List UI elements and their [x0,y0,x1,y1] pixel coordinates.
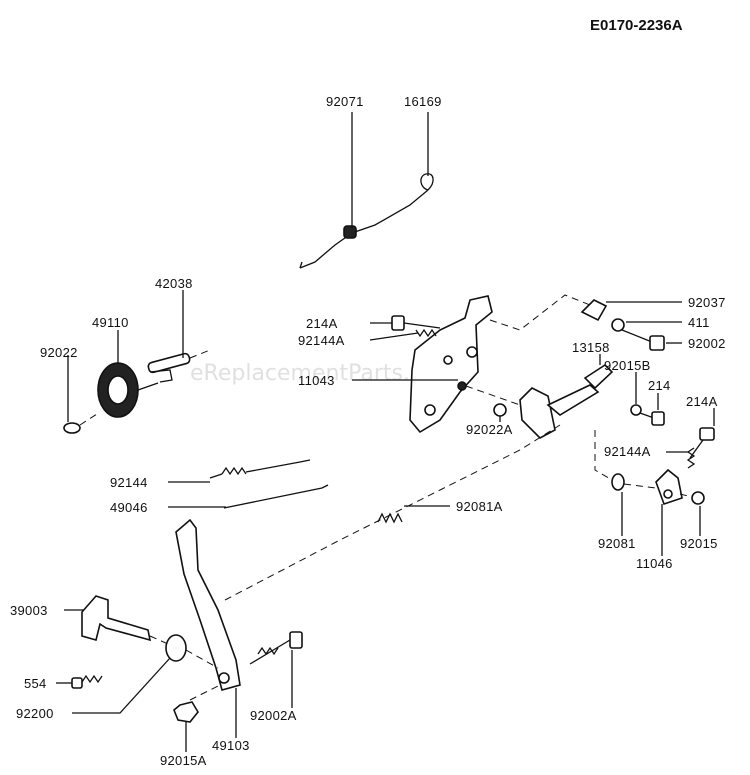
nut-92015B [630,404,642,416]
cable-clamp [343,225,357,239]
governor-shaft [147,352,191,374]
throttle-cable-assembly [299,173,434,269]
spring-92081A [377,512,403,524]
nut-92015A [173,701,199,723]
control-plate [519,363,614,439]
bolt-214A-right [689,427,715,459]
bolt-214A-top [391,315,441,331]
label-13158: 13158 [572,340,610,355]
label-214A-right: 214A [686,394,718,409]
label-92015: 92015 [680,536,718,551]
label-92200: 92200 [16,706,54,721]
rod-49046 [223,484,329,509]
label-49103: 49103 [212,738,250,753]
control-arm-49103 [175,518,241,691]
label-92144A-top: 92144A [298,333,345,348]
label-92022: 92022 [40,345,78,360]
washer-92022A [493,403,507,417]
label-49110: 49110 [92,315,129,330]
label-214A-top: 214A [306,316,338,331]
label-92144: 92144 [110,475,148,490]
label-42038: 42038 [155,276,193,291]
label-16169: 16169 [404,94,442,109]
label-92015A: 92015A [160,753,207,768]
label-92071: 92071 [326,94,364,109]
label-92015B: 92015B [604,358,651,373]
leader-92144A-top [369,332,419,341]
label-92081: 92081 [598,536,636,551]
bolt-92002 [621,329,665,351]
label-11043: 11043 [298,373,335,388]
control-bracket-11043 [409,295,493,434]
spring-92144 [209,459,311,479]
lever-plate-11046 [655,468,683,506]
label-92144A-right: 92144A [604,444,651,459]
label-92022A: 92022A [466,422,513,437]
washer-411 [611,318,625,332]
label-11046: 11046 [636,556,673,571]
label-411: 411 [688,315,710,330]
diagram-reference-code: E0170-2236A [590,17,683,34]
label-49046: 49046 [110,500,148,515]
label-92002: 92002 [688,336,726,351]
label-214: 214 [648,378,671,393]
governor-gear-assembly [63,352,191,434]
label-554: 554 [24,676,47,691]
label-92081A: 92081A [456,499,503,514]
bolt-554 [71,674,103,689]
spring-92144A-top [415,328,437,338]
label-92002A: 92002A [250,708,297,723]
spring-92144A-right [686,447,696,469]
lever-13158 [583,363,614,390]
washer-92200 [165,634,187,662]
washer-92022 [63,422,81,434]
nut-92015 [691,491,705,505]
bolt-92002A [249,631,303,665]
clamp-92037 [580,299,608,322]
bracket-39003 [81,595,152,642]
washer-92081 [611,473,625,491]
label-92037: 92037 [688,295,726,310]
label-39003: 39003 [10,603,48,618]
bolt-214 [639,411,665,426]
leader-92200 [72,657,171,714]
